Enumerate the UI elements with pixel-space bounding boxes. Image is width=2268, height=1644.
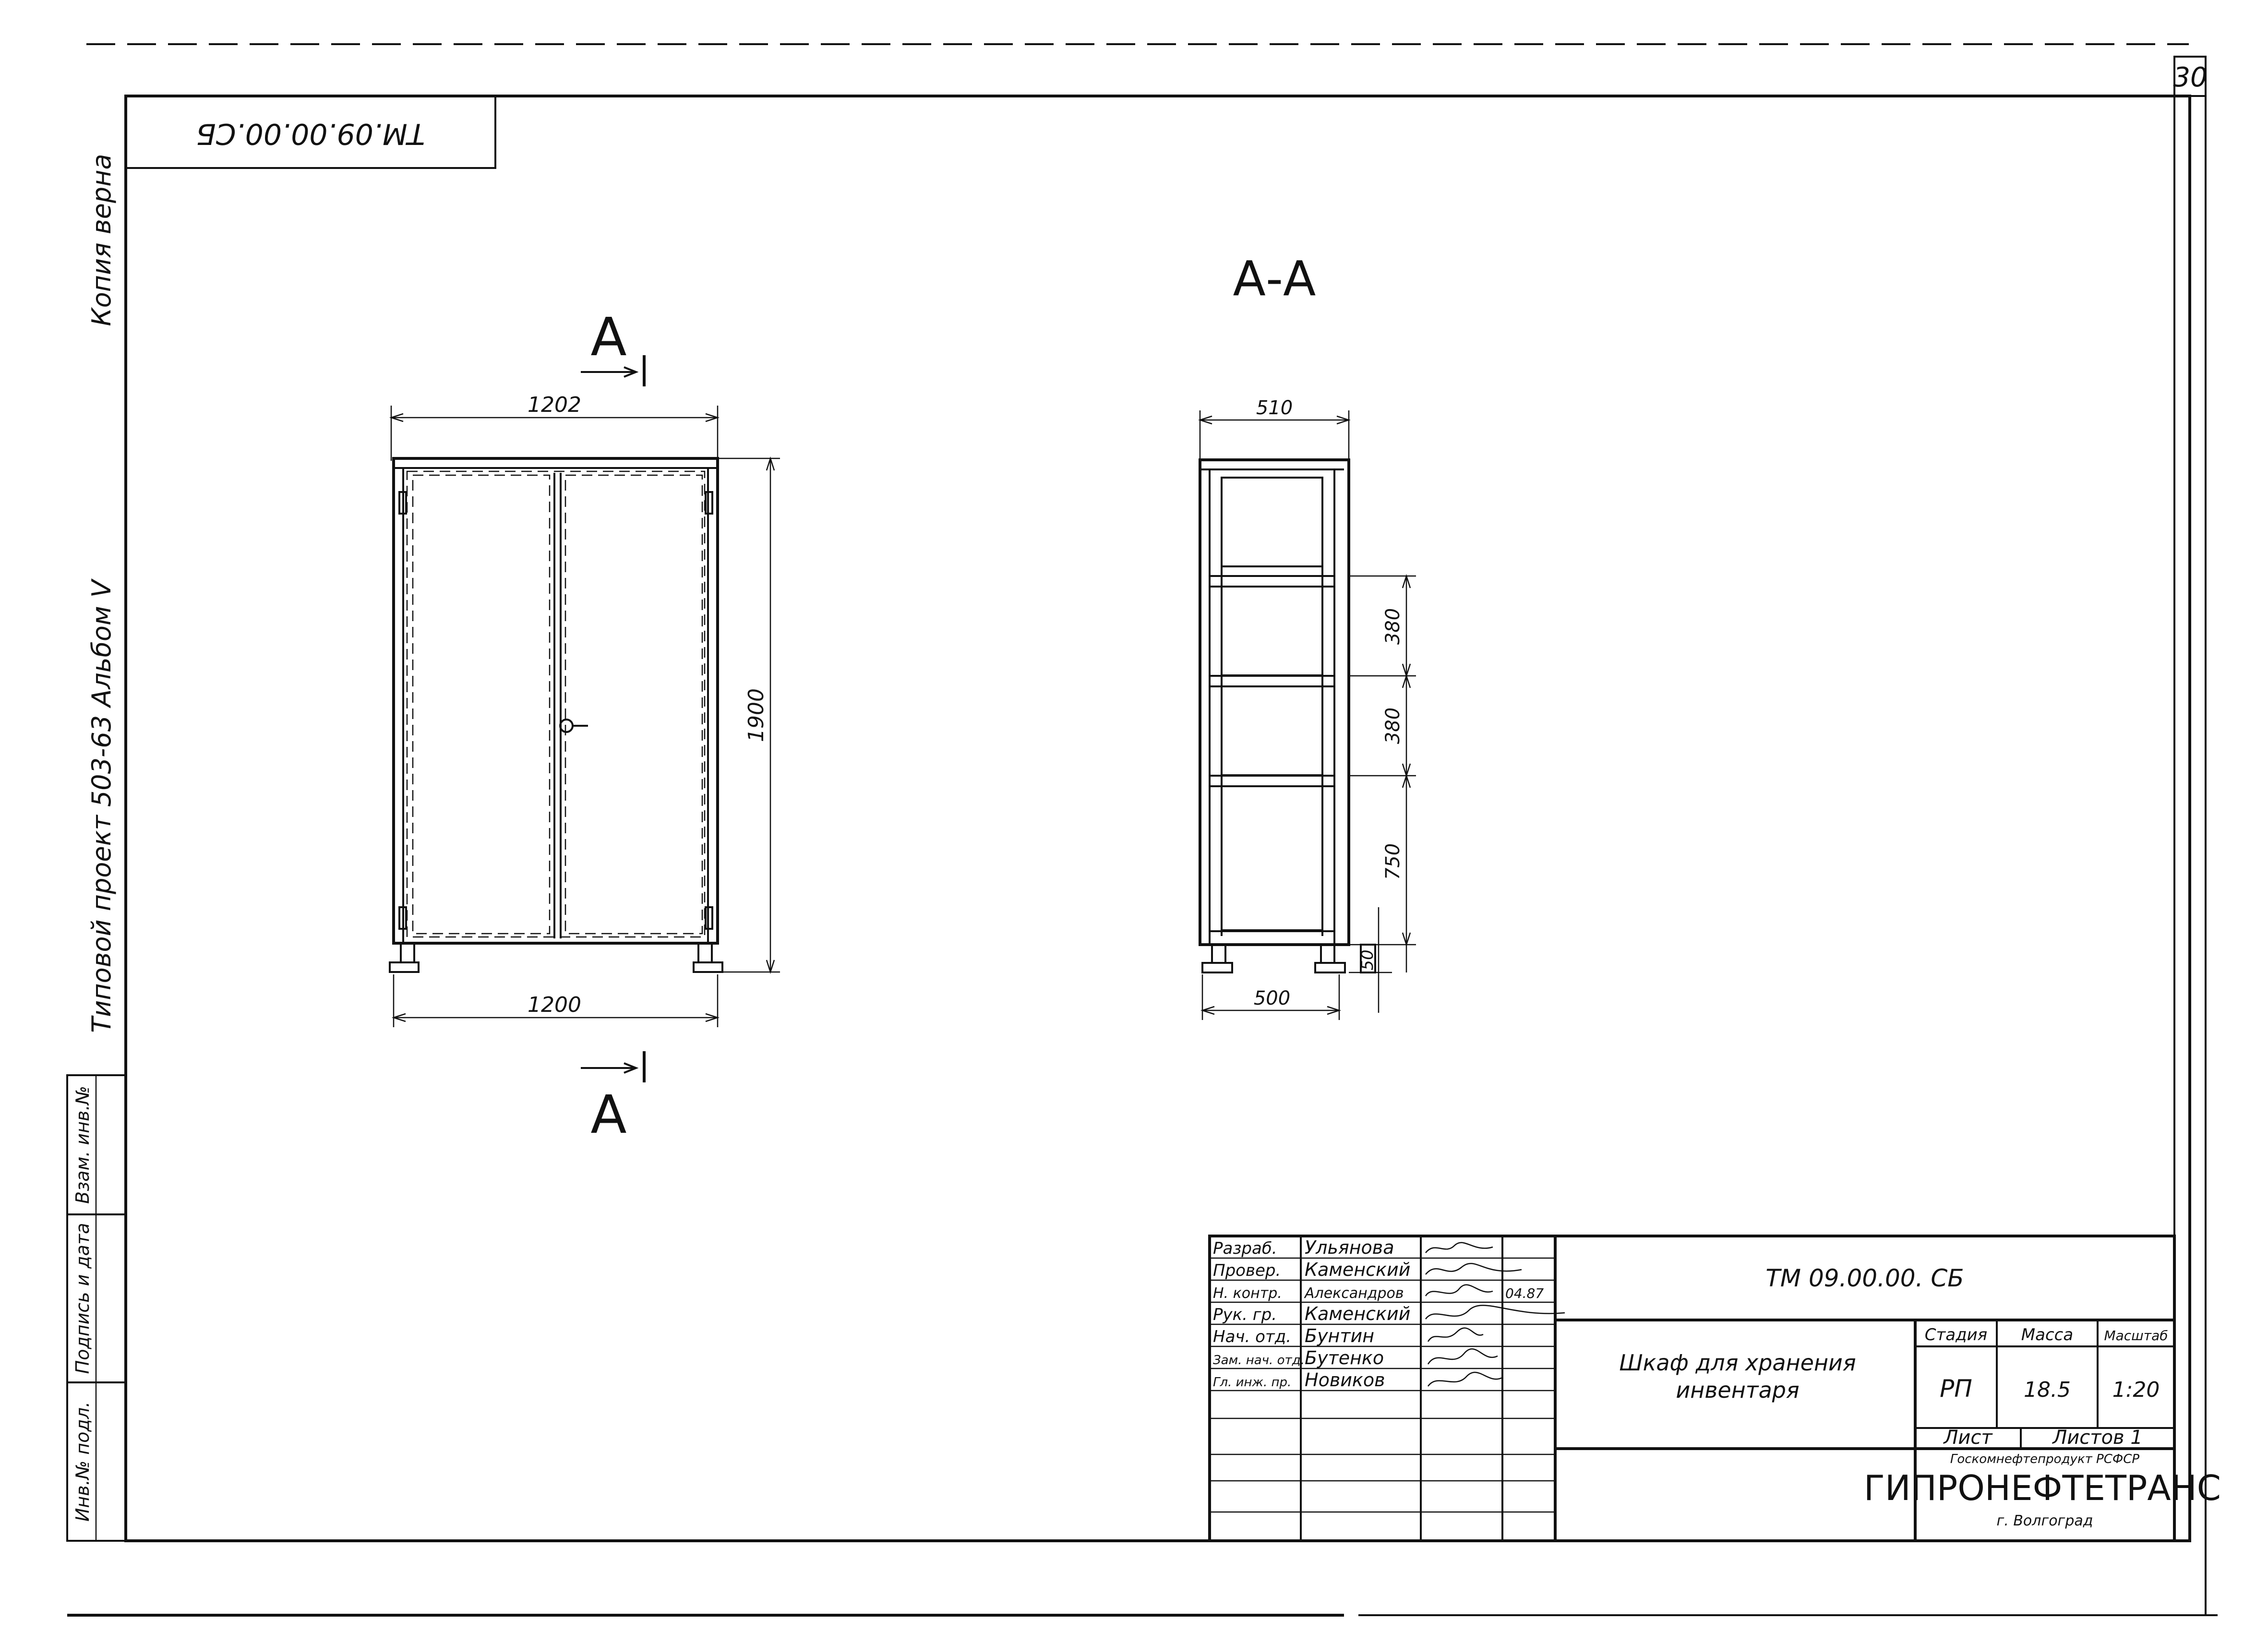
signature-2 <box>1425 1263 1522 1275</box>
dim-shelf-3: 750 <box>1382 843 1404 880</box>
foot-right-pad <box>693 961 723 973</box>
code-box-top <box>125 95 496 169</box>
role-6: Зам. нач. отд. <box>1213 1353 1305 1368</box>
compartment-4 <box>1221 785 1323 931</box>
foot-left-pad <box>389 961 420 973</box>
section-mark-bottom: А <box>590 1084 626 1145</box>
dim-arrows-depth-bottom <box>1200 1006 1342 1015</box>
signature-7 <box>1427 1371 1503 1387</box>
shelf-2 <box>1209 675 1335 687</box>
shelf-3 <box>1209 775 1335 787</box>
door-left-hidden <box>412 474 551 935</box>
name-3: Александров <box>1304 1285 1404 1302</box>
dim-arrows-height <box>766 456 775 974</box>
role-1: Разраб. <box>1213 1239 1277 1258</box>
foot-right-post <box>697 942 713 963</box>
section-arrowhead-top <box>624 366 639 378</box>
compartment-2 <box>1221 586 1323 676</box>
role-4: Рук. гр. <box>1213 1305 1277 1324</box>
section-foot-front-pad <box>1314 962 1346 973</box>
stage-label: Стадия <box>1925 1325 1987 1344</box>
foot-left-post <box>400 942 415 963</box>
role-2: Провер. <box>1213 1261 1281 1280</box>
inverted-doc-code: ТМ.09.00.00.СБ <box>196 117 425 150</box>
org-name: ГИПРОНЕФТЕТРАНС <box>1864 1468 2221 1508</box>
section-title: А-А <box>1233 251 1316 307</box>
front-view: А А 1202 <box>389 306 780 1145</box>
stage-value: РП <box>1940 1375 1972 1403</box>
shelf-bottom <box>1209 930 1335 946</box>
name-5: Бунтин <box>1305 1325 1374 1346</box>
stamp-signature-date: Подпись и дата <box>72 1223 93 1374</box>
dim-width-bottom: 1200 <box>528 993 581 1017</box>
dim-width-top: 1202 <box>528 393 581 417</box>
org-city: г. Волгоград <box>1997 1512 2093 1529</box>
name-7: Новиков <box>1305 1369 1385 1391</box>
dim-arrows-depth-top <box>1198 415 1351 425</box>
scale-value: 1:20 <box>2112 1378 2160 1402</box>
section-mark-top: А <box>590 306 626 368</box>
project-note: Типовой проект 503-63 Альбом V <box>86 578 117 1033</box>
dim-arrows-width-bottom <box>391 1013 720 1022</box>
dim-depth-top: 510 <box>1256 397 1293 419</box>
sheets-label: Листов 1 <box>2052 1427 2143 1449</box>
drawing-frame <box>124 95 2191 1542</box>
item-name-line2: инвентаря <box>1676 1377 1799 1403</box>
section-foot-back-post <box>1211 944 1226 964</box>
door-right-hidden <box>564 474 703 935</box>
signature-3 <box>1425 1284 1493 1296</box>
copy-note: Копия верна <box>86 154 117 326</box>
leg-dim-box <box>1360 944 1376 973</box>
section-foot-back-pad <box>1201 962 1233 973</box>
sheet-label: Лист <box>1943 1427 1993 1449</box>
sheet-number: 30 <box>2173 62 2207 93</box>
name-2: Каменский <box>1305 1259 1410 1280</box>
sheet-number-box <box>2173 56 2207 97</box>
dim-depth-bottom: 500 <box>1254 987 1290 1009</box>
shelf-1 <box>1209 575 1335 588</box>
signature-6 <box>1427 1348 1498 1365</box>
signature-5 <box>1427 1327 1484 1342</box>
dim-shelf-1: 380 <box>1382 608 1404 645</box>
lock-handle <box>559 719 574 733</box>
role-7: Гл. инж. пр. <box>1213 1375 1291 1390</box>
dim-shelf-2: 380 <box>1382 708 1404 744</box>
compartment-1 <box>1221 477 1323 567</box>
section-view: А-А 510 380 380 <box>1198 251 1416 1020</box>
name-6: Бутенко <box>1305 1347 1384 1368</box>
frame-hidden <box>406 470 706 938</box>
compartment-3 <box>1221 685 1323 776</box>
name-1: Ульянова <box>1305 1237 1394 1258</box>
org-parent: Госкомнефтепродукт РСФСР <box>1950 1452 2140 1466</box>
item-name-line1: Шкаф для хранения <box>1619 1350 1856 1376</box>
role-5: Нач. отд. <box>1213 1327 1291 1346</box>
dim-arrows-width-top <box>389 413 720 422</box>
scale-label: Масштаб <box>2104 1328 2168 1344</box>
role-3: Н. контр. <box>1213 1285 1282 1302</box>
control-date: 04.87 <box>1505 1285 1544 1301</box>
hinge-left-bottom <box>398 906 407 930</box>
mass-value: 18.5 <box>2024 1378 2071 1402</box>
section-arrowhead-bottom <box>624 1062 639 1074</box>
dim-height: 1900 <box>744 688 768 742</box>
section-foot-front-post <box>1320 944 1335 964</box>
stamp-replacement-inv: Взам. инв.№ <box>72 1086 93 1204</box>
signature-1 <box>1425 1242 1493 1253</box>
signature-4 <box>1425 1305 1565 1320</box>
cabinet-body <box>392 457 719 945</box>
hinge-left-top <box>398 491 407 515</box>
title-block: Разраб. Провер. Н. контр. Рук. гр. Нач. … <box>1208 1235 2221 1542</box>
dim-arrows-shelves <box>1402 574 1411 947</box>
hinge-right-bottom <box>705 906 713 930</box>
doc-code: ТМ 09.00.00. СБ <box>1765 1264 1964 1292</box>
mass-label: Масса <box>2021 1325 2073 1344</box>
stamp-inv-original: Инв.№ подл. <box>72 1402 93 1522</box>
dim-leg: 50 <box>1358 949 1377 970</box>
name-4: Каменский <box>1305 1303 1410 1324</box>
title-block-frame <box>1208 1235 2176 1542</box>
hinge-right-top <box>705 491 713 515</box>
